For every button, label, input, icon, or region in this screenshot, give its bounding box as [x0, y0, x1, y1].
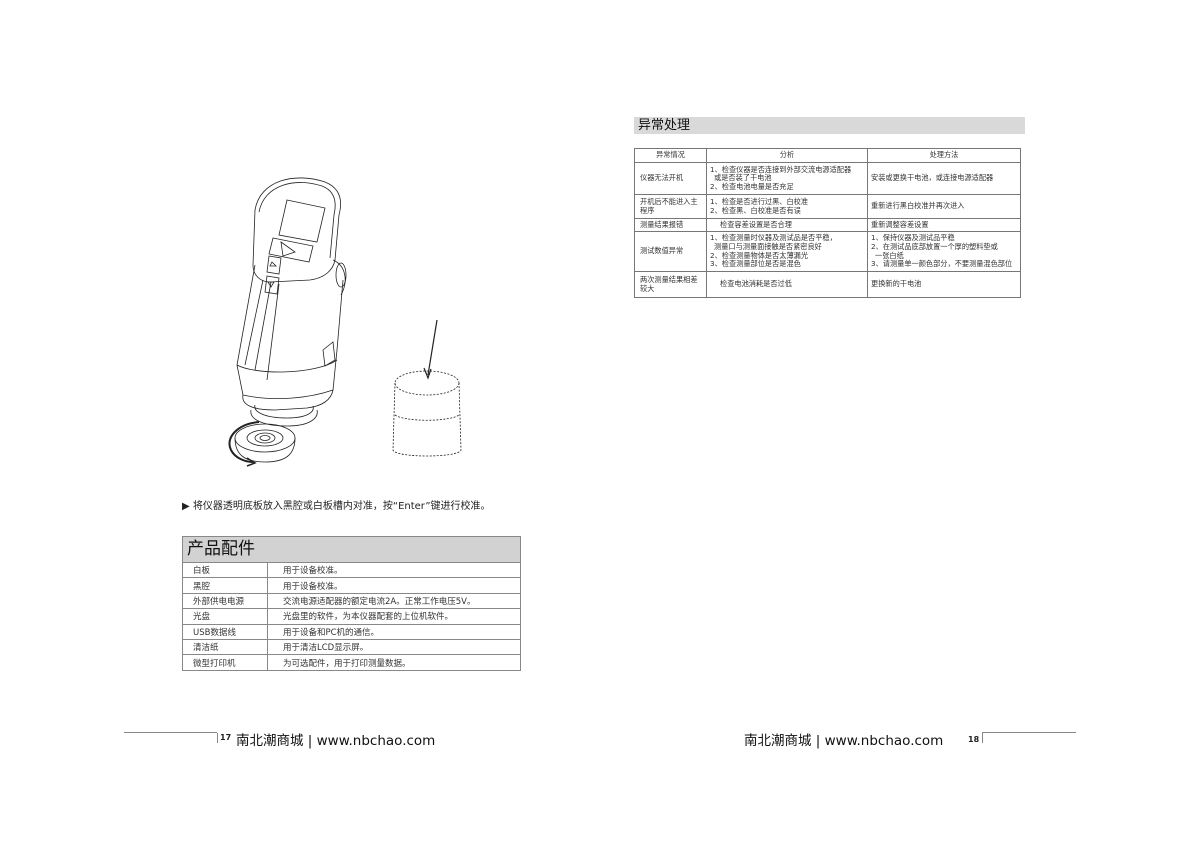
analysis-cell: 1、检查是否进行过黑、白校准 2、检查黑、白校准是否有误 — [706, 194, 868, 219]
column-header: 处理方法 — [867, 148, 1021, 163]
issue-cell: 开机后不能进入主程序 — [634, 194, 707, 219]
analysis-line: 1、检查是否进行过黑、白校准 — [710, 196, 809, 206]
solution-cell: 更换新的干电池 — [867, 271, 1021, 298]
accessory-desc: 交流电源适配器的额定电流2A。正常工作电压5V。 — [267, 592, 520, 609]
section-title: 异常处理 — [634, 117, 1025, 134]
solution-line: 2、在测试品底部放置一个厚的塑料垫或 — [871, 241, 998, 251]
calibration-illustration — [228, 177, 462, 467]
analysis-line: 1、检查测量时仪器及测试品是否平稳， — [710, 233, 837, 243]
analysis-cell: 1、检查测量时仪器及测试品是否平稳， 测量口与测量面接触是否紧密良好 2、检查测… — [706, 231, 868, 272]
issue-cell: 测量结果报错 — [634, 218, 707, 232]
accessory-desc: 光盘里的软件，为本仪器配套的上位机软件。 — [267, 608, 520, 625]
table-row: 黑腔用于设备校准。 — [183, 577, 520, 594]
page-number: 18 — [968, 735, 980, 744]
analysis-line: 2、检查测量物体是否太薄漏光 — [710, 250, 809, 260]
table-row: 微型打印机为可选配件，用于打印测量数据。 — [183, 654, 520, 670]
footer-divider — [982, 733, 983, 743]
accessory-desc: 用于设备校准。 — [283, 566, 343, 577]
analysis-cell: 检查容差设置是否合理 — [706, 218, 868, 232]
solution-line: 重新调整容差设置 — [871, 219, 929, 229]
black-cavity-cylinder-icon — [392, 370, 462, 457]
table-row: USB数据线用于设备和PC机的通信。 — [183, 623, 520, 640]
table-row: 白板 用于设备校准。 — [183, 563, 520, 578]
rotation-arrow-icon — [228, 421, 260, 467]
accessory-name: 光盘 — [183, 608, 268, 625]
footer-divider — [217, 733, 218, 743]
table-row: 两次测量结果相差较大 检查电池消耗是否过低 更换新的干电池 — [634, 271, 1021, 298]
accessory-name: 外部供电电源 — [183, 592, 268, 609]
issue-cell: 仪器无法开机 — [634, 162, 707, 195]
table-header-row: 异常情况 分析 处理方法 — [634, 148, 1021, 163]
footer-brand-text: 南北潮商城 | www.nbchao.com — [236, 733, 436, 749]
solution-line: 重新进行黑白校准并再次进入 — [871, 201, 965, 211]
table-row: 测试数值异常 1、检查测量时仪器及测试品是否平稳， 测量口与测量面接触是否紧密良… — [634, 231, 1021, 272]
solution-cell: 安装或更换干电池，或连接电源适配器 — [867, 162, 1021, 195]
bullet-triangle-icon: ▶ — [182, 501, 190, 512]
column-header: 异常情况 — [634, 148, 707, 163]
analysis-line: 检查容差设置是否合理 — [720, 219, 792, 229]
accessory-name: USB数据线 — [183, 623, 268, 640]
footer-rule — [124, 732, 217, 733]
table-row: 仪器无法开机 1、检查仪器是否连接到外部交流电源适配器 或是否装了干电池 2、检… — [634, 162, 1021, 195]
analysis-cell: 1、检查仪器是否连接到外部交流电源适配器 或是否装了干电池 2、检查电池电量是否… — [706, 162, 868, 195]
accessory-name: 微型打印机 — [183, 654, 268, 670]
table-row: 光盘光盘里的软件，为本仪器配套的上位机软件。 — [183, 608, 520, 625]
solution-cell: 重新进行黑白校准并再次进入 — [867, 194, 1021, 219]
footer-brand-text: 南北潮商城 | www.nbchao.com — [744, 733, 944, 749]
solution-line: 一张白纸 — [875, 250, 904, 260]
table-row: 测量结果报错 检查容差设置是否合理 重新调整容差设置 — [634, 218, 1021, 232]
troubleshooting-table: 异常情况 分析 处理方法 仪器无法开机 1、检查仪器是否连接到外部交流电源适配器… — [634, 148, 1021, 298]
analysis-line: 测量口与测量面接触是否紧密良好 — [714, 241, 822, 251]
solution-line: 1、保持仪器及测试品平稳 — [871, 233, 955, 243]
footer-rule — [982, 732, 1076, 733]
solution-line: 更换新的干电池 — [871, 279, 922, 289]
calibration-instruction: ▶ 将仪器透明底板放入黑腔或白板槽内对准，按“Enter”键进行校准。 — [182, 497, 491, 512]
accessory-desc: 用于设备校准。 — [267, 577, 520, 594]
table-row: 外部供电电源交流电源适配器的额定电流2A。正常工作电压5V。 — [183, 592, 520, 609]
accessory-desc: 为可选配件，用于打印测量数据。 — [267, 654, 520, 670]
analysis-line: 1、检查仪器是否连接到外部交流电源适配器 — [710, 164, 852, 174]
issue-cell: 测试数值异常 — [634, 231, 707, 272]
instruction-text: 将仪器透明底板放入黑腔或白板槽内对准，按“Enter”键进行校准。 — [192, 501, 491, 512]
table-row: 清洁纸用于清洁LCD显示屏。 — [183, 638, 520, 655]
calibration-cap-icon — [234, 423, 296, 463]
accessory-name: 黑腔 — [183, 577, 268, 594]
analysis-line: 3、检查测量部位是否是混色 — [710, 259, 801, 269]
accessory-name: 白板 — [183, 563, 268, 578]
issue-cell: 两次测量结果相差较大 — [634, 271, 707, 298]
solution-line: 安装或更换干电池，或连接电源适配器 — [871, 173, 994, 183]
analysis-line: 2、检查黑、白校准是否有误 — [710, 205, 801, 215]
accessories-table: 产品配件 白板用于设备校准。 黑腔用于设备校准。 外部供电电源交流电源适配器的额… — [182, 536, 521, 671]
table-row: 开机后不能进入主程序 1、检查是否进行过黑、白校准 2、检查黑、白校准是否有误 … — [634, 194, 1021, 219]
down-arrow-icon — [423, 319, 438, 380]
accessory-desc: 用于设备和PC机的通信。 — [267, 623, 520, 640]
column-header: 分析 — [706, 148, 868, 163]
analysis-line: 或是否装了干电池 — [714, 173, 772, 183]
accessory-name: 清洁纸 — [183, 638, 268, 655]
solution-cell: 重新调整容差设置 — [867, 218, 1021, 232]
accessories-title: 产品配件 — [183, 537, 520, 563]
page-number: 17 — [220, 733, 232, 742]
solution-cell: 1、保持仪器及测试品平稳 2、在测试品底部放置一个厚的塑料垫或 一张白纸 3、请… — [867, 231, 1021, 272]
analysis-cell: 检查电池消耗是否过低 — [706, 271, 868, 298]
accessory-desc: 用于清洁LCD显示屏。 — [267, 638, 520, 655]
colorimeter-device-icon — [236, 177, 347, 427]
solution-line: 3、请测量单一颜色部分，不要测量混色部位 — [871, 259, 1013, 269]
analysis-line: 检查电池消耗是否过低 — [720, 279, 792, 289]
analysis-line: 2、检查电池电量是否充足 — [710, 181, 794, 191]
